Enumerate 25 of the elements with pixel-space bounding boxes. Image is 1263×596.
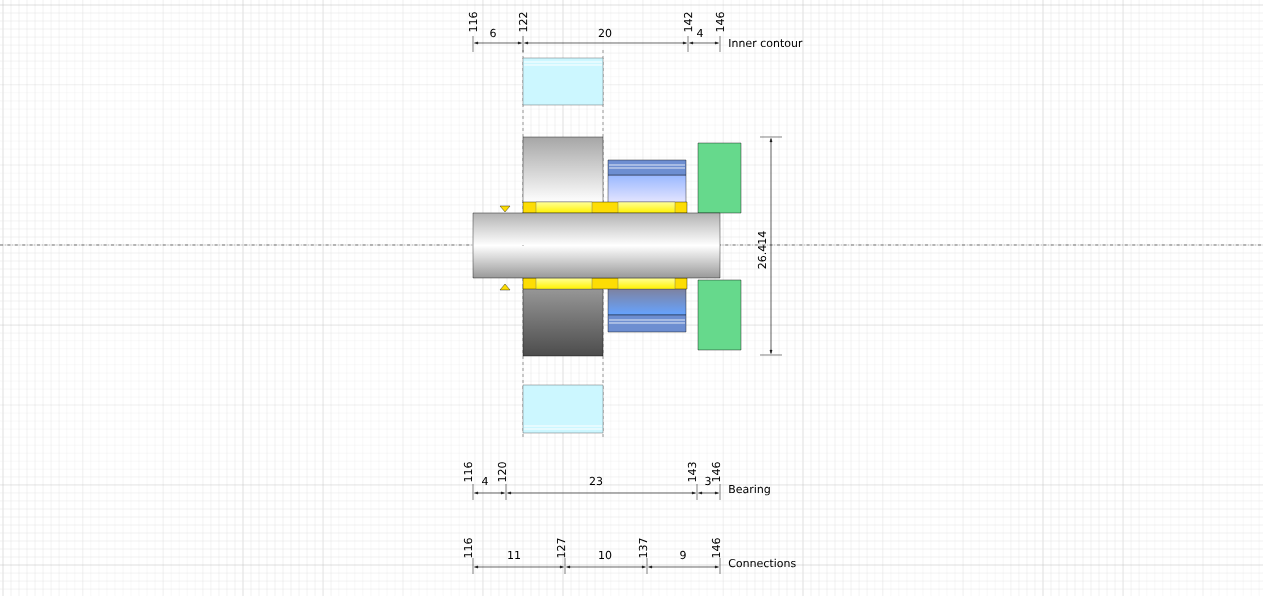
dimension-value: 116 bbox=[463, 462, 473, 482]
row-label: Bearing bbox=[729, 484, 770, 496]
dimension-value: 23 bbox=[589, 476, 603, 486]
dimension-value: 4 bbox=[482, 477, 488, 485]
dimension-value: 4 bbox=[697, 29, 703, 37]
dimension-value: 6 bbox=[490, 28, 496, 38]
dimension-value: 26.414 bbox=[757, 231, 767, 269]
dimension-value: 142 bbox=[683, 12, 693, 32]
dimension-value: 10 bbox=[599, 550, 612, 560]
dimension-value: 146 bbox=[711, 462, 721, 482]
dimension-value: 120 bbox=[497, 462, 507, 482]
dimension-value: 9 bbox=[680, 550, 686, 560]
dimension-value: 146 bbox=[715, 12, 725, 32]
dimension-value: 3 bbox=[705, 476, 711, 486]
dimension-value: 20 bbox=[598, 28, 612, 38]
dimension-value: 143 bbox=[687, 462, 697, 482]
dimension-value: 11 bbox=[508, 551, 520, 559]
row-label: Inner contour bbox=[729, 38, 803, 48]
row-label: Connections bbox=[728, 558, 796, 568]
dimension-value: 122 bbox=[518, 12, 528, 32]
dimension-value: 127 bbox=[556, 538, 566, 558]
dimension-value: 137 bbox=[638, 538, 648, 558]
dimension-value: 116 bbox=[468, 12, 478, 32]
dimension-value: 116 bbox=[463, 538, 473, 558]
dimension-value: 146 bbox=[711, 538, 721, 558]
